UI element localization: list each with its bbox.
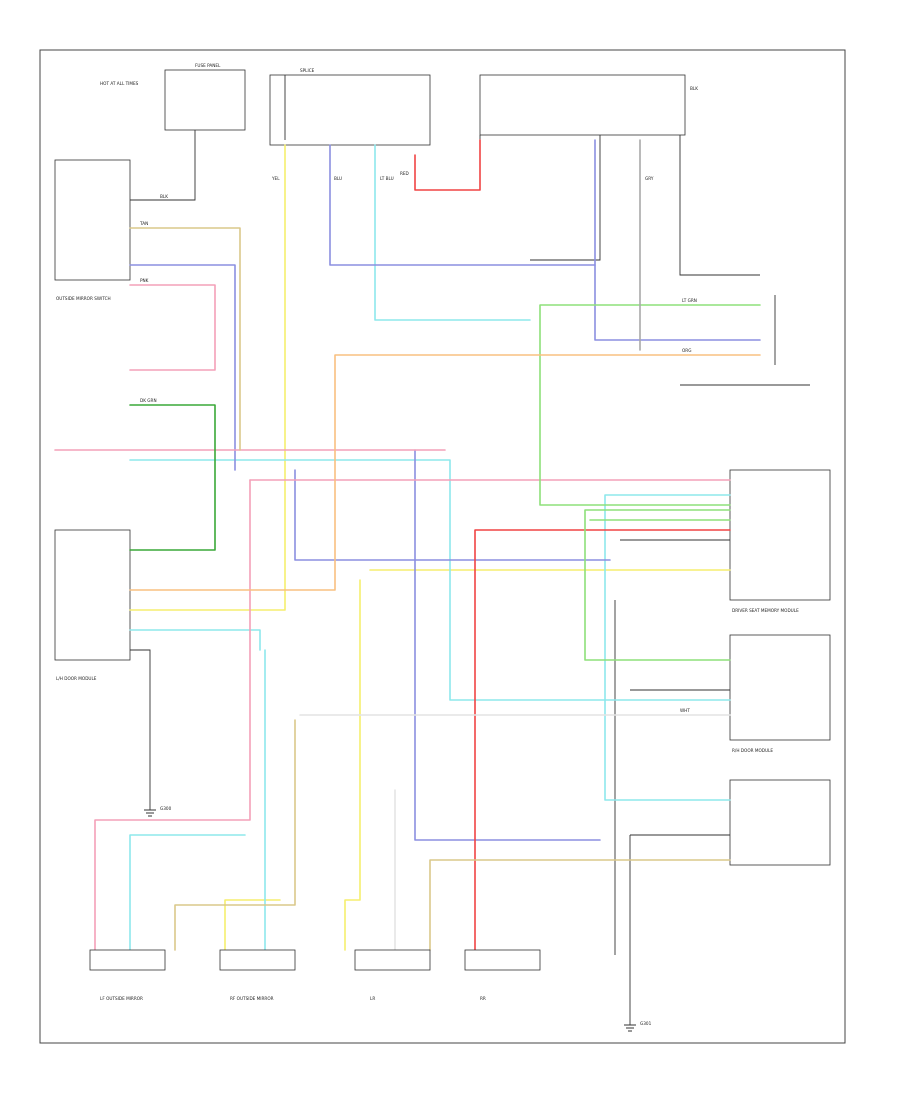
yellow-wire-4 [224, 899, 281, 951]
red-wire-2 [474, 529, 731, 951]
top-junction-label: SPLICE [300, 68, 315, 73]
wire-tag-ylw: YEL [271, 176, 280, 181]
fuse-panel-box [164, 69, 246, 131]
wire-tag-lgn: LT GRN [682, 298, 697, 303]
hot-at-all-times-label: HOT AT ALL TIMES [100, 81, 139, 86]
blue-wire-3 [129, 264, 236, 471]
driver-memory-label: DRIVER SEAT MEMORY MODULE [732, 608, 799, 613]
left-connector-strip [54, 159, 131, 281]
light-blue-wire [374, 144, 531, 321]
ground-symbol-2 [624, 1020, 636, 1032]
blue-wire [329, 144, 596, 266]
light-blue-wire-6 [129, 629, 261, 651]
wire-tags: YEL LT BLU BLU RED PNK LT GRN DK GRN ORG… [139, 171, 697, 713]
mirror-motors: LF OUTSIDE MIRROR RF OUTSIDE MIRROR LR R… [89, 949, 541, 1001]
driver-memory-box [729, 469, 831, 601]
lf-mirror-motor [89, 949, 166, 971]
wire-tag-blu: BLU [334, 176, 342, 181]
blue-wire-2 [594, 139, 761, 341]
top-junction-box [269, 74, 431, 146]
light-blue-wire-4 [129, 834, 246, 951]
light-green-wire [539, 304, 761, 506]
tan-wire-2 [174, 719, 296, 951]
lf-mirror-label: LF OUTSIDE MIRROR [100, 996, 143, 1001]
rh-door-module-label: R/H DOOR MODULE [732, 748, 773, 753]
colored-wires [54, 139, 761, 951]
tan-wire-3 [429, 859, 731, 951]
green-wire [129, 404, 216, 551]
blue-wire-5 [414, 449, 601, 841]
mirror-switch-label: OUTSIDE MIRROR SWITCH [56, 296, 111, 301]
pink-wire-3 [94, 479, 251, 951]
wire-tag-grn: DK GRN [140, 398, 157, 403]
rh-door-module-box [729, 634, 831, 741]
rr-mirror-motor [464, 949, 541, 971]
lh-door-module-label: L/H DOOR MODULE [56, 676, 97, 681]
orange-wire [129, 354, 761, 591]
rf-mirror-label: RF OUTSIDE MIRROR [230, 996, 274, 1001]
wire-tag-wht: WHT [680, 708, 690, 713]
wire-tag-red: RED [400, 171, 409, 176]
grounds: G300 G301 [144, 800, 652, 1032]
ground-label-2: G301 [640, 1021, 652, 1026]
tan-wire [129, 227, 241, 451]
light-blue-wire-2 [129, 459, 731, 701]
red-wire [414, 139, 481, 191]
relay-label: BLK [690, 86, 698, 91]
mid-right-module-box [729, 779, 831, 866]
rf-mirror-motor [219, 949, 296, 971]
ground-symbol-1 [144, 800, 156, 817]
yellow-wire-2 [344, 579, 361, 951]
page-frame [39, 49, 846, 1044]
ground-label-1: G300 [160, 806, 172, 811]
yellow-wire [129, 144, 286, 611]
wire-tag-pnk: PNK [140, 278, 149, 283]
relay-box [479, 74, 686, 136]
wire-tag-gry: GRY [645, 176, 654, 181]
rr-mirror-label: RR [480, 996, 486, 1001]
wire-tag-lbl: LT BLU [380, 176, 394, 181]
light-green-wire-2 [584, 509, 731, 661]
wire-tag-org: ORG [682, 348, 691, 353]
blue-wire-4 [294, 469, 611, 561]
lr-mirror-motor [354, 949, 431, 971]
fuse-panel-label: FUSE PANEL [195, 63, 221, 68]
lr-mirror-label: LR [370, 996, 375, 1001]
pink-wire [129, 284, 216, 371]
wire-tag-tan: TAN [139, 221, 148, 226]
light-blue-wire-5 [604, 494, 731, 801]
wire-tag-blk: BLK [160, 194, 168, 199]
lh-door-module-box [54, 529, 131, 661]
